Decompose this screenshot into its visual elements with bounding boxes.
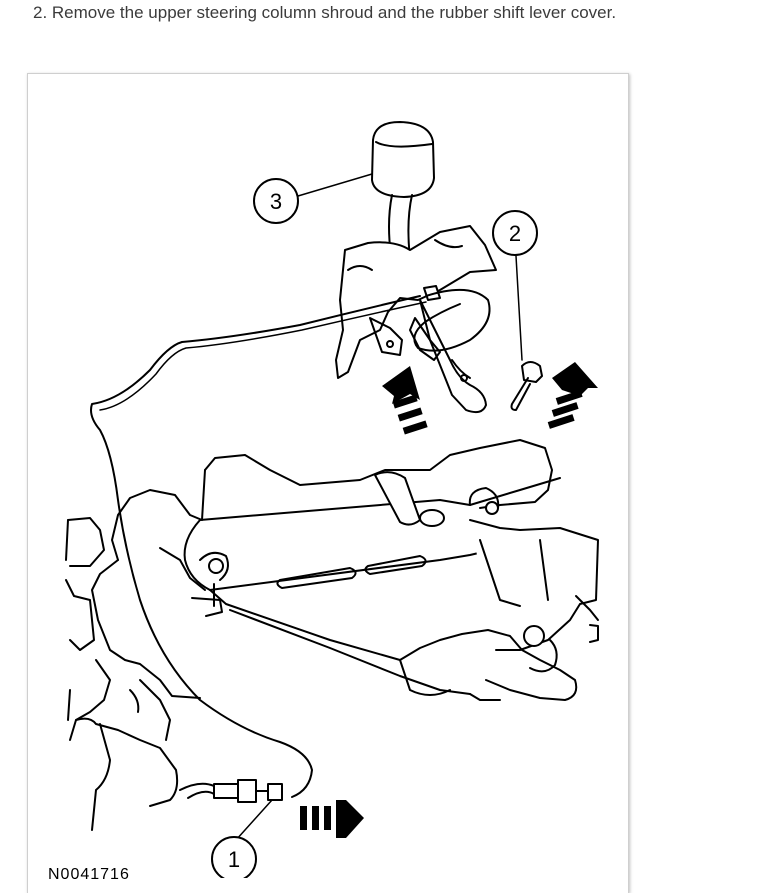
callout-3-label: 3 — [270, 189, 282, 214]
callout-2 — [492, 210, 538, 256]
callout-1 — [211, 836, 257, 878]
shift-lock-bolt — [510, 361, 543, 411]
shroud-bracket — [335, 225, 497, 414]
callout-3 — [253, 178, 299, 224]
callout-1-label: 1 — [228, 847, 240, 872]
leader-lines — [235, 173, 523, 841]
shift-cable-connector — [179, 779, 283, 803]
shift-cable — [90, 288, 491, 798]
instruction-step: 2. Remove the upper steering column shro… — [33, 3, 617, 22]
callout-2-label: 2 — [509, 221, 521, 246]
steering-column — [65, 439, 599, 831]
removal-arrows — [300, 362, 598, 838]
figure-id: N0041716 — [48, 866, 130, 883]
